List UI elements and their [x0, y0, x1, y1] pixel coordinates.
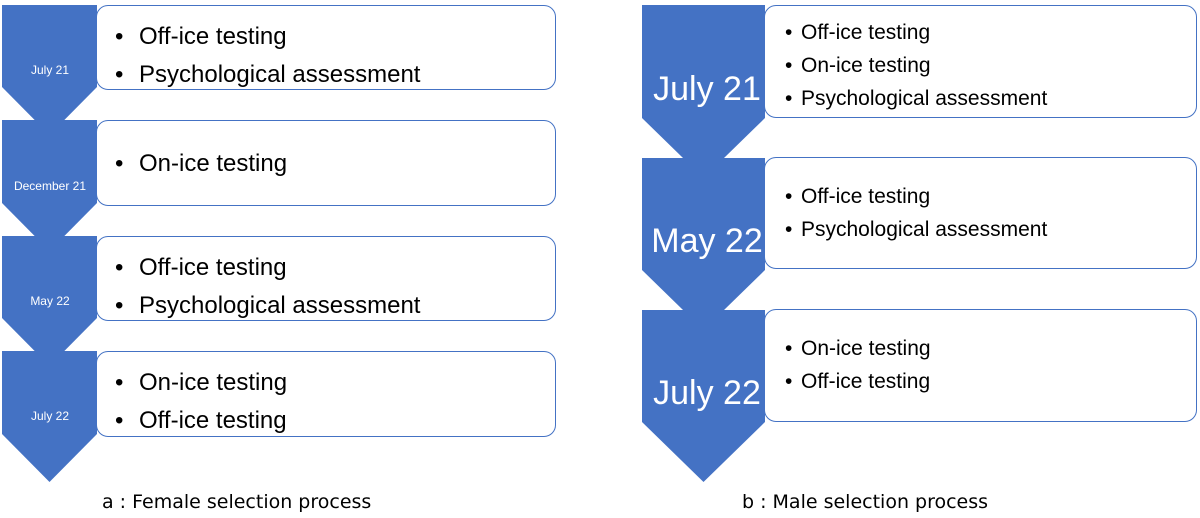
female-step-date: May 22 — [30, 294, 70, 308]
list-item: •On-ice testing — [115, 150, 288, 177]
list-item: •Off-ice testing — [115, 407, 287, 434]
list-item: •On-ice testing — [785, 54, 931, 77]
female-chevron-1 — [2, 5, 97, 135]
male-chevron-3 — [642, 310, 765, 482]
list-item: •Psychological assessment — [115, 292, 421, 319]
list-item: •Psychological assessment — [115, 61, 421, 88]
list-item: •Off-ice testing — [785, 21, 931, 44]
female-step-box: •Off-ice testing •Psychological assessme… — [96, 5, 556, 90]
list-item: •Off-ice testing — [785, 185, 931, 208]
male-step-date: July 21 — [653, 70, 761, 108]
female-chevron-2 — [2, 120, 97, 251]
male-step-box: •Off-ice testing •Psychological assessme… — [764, 157, 1197, 269]
female-step-date: July 22 — [30, 409, 70, 423]
list-item: •Off-ice testing — [115, 23, 287, 50]
female-step-box: •On-ice testing — [96, 120, 556, 206]
list-item: •Off-ice testing — [115, 254, 287, 281]
list-item: •Psychological assessment — [785, 218, 1048, 241]
male-chevron-1 — [642, 5, 765, 178]
male-chevron-2 — [642, 158, 765, 330]
female-step-date: July 21 — [30, 63, 70, 77]
female-chevron-4 — [2, 351, 97, 482]
list-item: •On-ice testing — [785, 337, 931, 360]
female-chevron-3 — [2, 236, 97, 366]
male-step-box: •Off-ice testing •On-ice testing •Psycho… — [764, 5, 1197, 118]
female-step-date: December 21 — [13, 179, 87, 193]
male-step-date: July 22 — [653, 374, 761, 412]
female-step-box: •On-ice testing •Off-ice testing — [96, 351, 556, 437]
list-item: •Off-ice testing — [785, 370, 931, 393]
male-step-box: •On-ice testing •Off-ice testing — [764, 309, 1197, 422]
male-step-date: May 22 — [651, 222, 763, 260]
list-item: •On-ice testing — [115, 369, 288, 396]
female-caption: a : Female selection process — [102, 491, 372, 513]
female-step-box: •Off-ice testing •Psychological assessme… — [96, 236, 556, 321]
male-caption: b : Male selection process — [742, 491, 989, 513]
list-item: •Psychological assessment — [785, 87, 1048, 110]
